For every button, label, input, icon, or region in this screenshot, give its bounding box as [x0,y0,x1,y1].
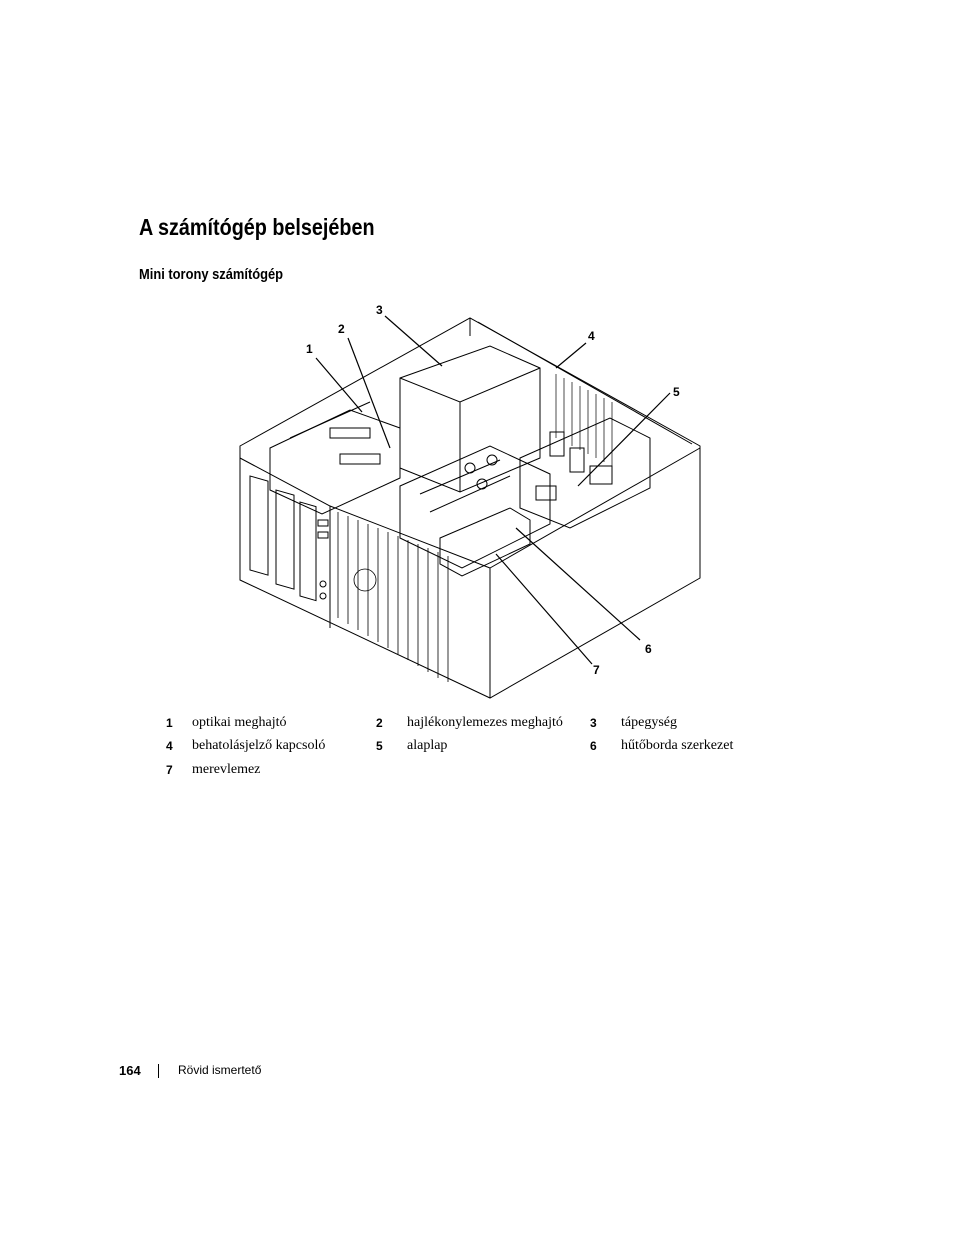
computer-interior-illustration: 1 2 3 4 5 6 7 [230,298,730,700]
side-vent-grille [337,512,449,682]
callout-7: 7 [593,663,600,677]
callout-4: 4 [588,329,595,343]
legend-number: 5 [376,739,383,753]
footer-separator [158,1064,159,1078]
legend-label: optikai meghajtó [192,715,287,730]
legend-label: hűtőborda szerkezet [621,738,734,753]
callout-5: 5 [673,385,680,399]
page-title: A számítógép belsejében [139,214,375,240]
legend-number: 2 [376,716,383,730]
legend-label: merevlemez [192,762,261,777]
section-subtitle: Mini torony számítógép [139,266,284,283]
legend-label: behatolásjelző kapcsoló [192,738,326,753]
legend-number: 6 [590,739,597,753]
callout-6: 6 [645,642,652,656]
power-supply-unit [399,345,541,493]
motherboard [519,417,651,529]
legend-label: hajlékonylemezes meghajtó [407,715,563,730]
legend-number: 1 [166,716,173,730]
footer-section-title: Rövid ismertető [178,1063,262,1077]
callout-3: 3 [376,303,383,317]
front-bays [249,475,329,602]
legend-number: 4 [166,739,173,753]
page-number: 164 [119,1063,141,1078]
hard-drive [439,507,531,577]
legend-label: alaplap [407,738,448,753]
heatsink-shroud [399,445,551,569]
drive-cage [269,401,401,515]
legend-label: tápegység [621,715,677,730]
legend-number: 7 [166,763,173,777]
rear-vent [555,374,613,466]
legend-number: 3 [590,716,597,730]
callout-2: 2 [338,322,345,336]
callout-1: 1 [306,342,313,356]
callout-leaders [315,315,671,665]
